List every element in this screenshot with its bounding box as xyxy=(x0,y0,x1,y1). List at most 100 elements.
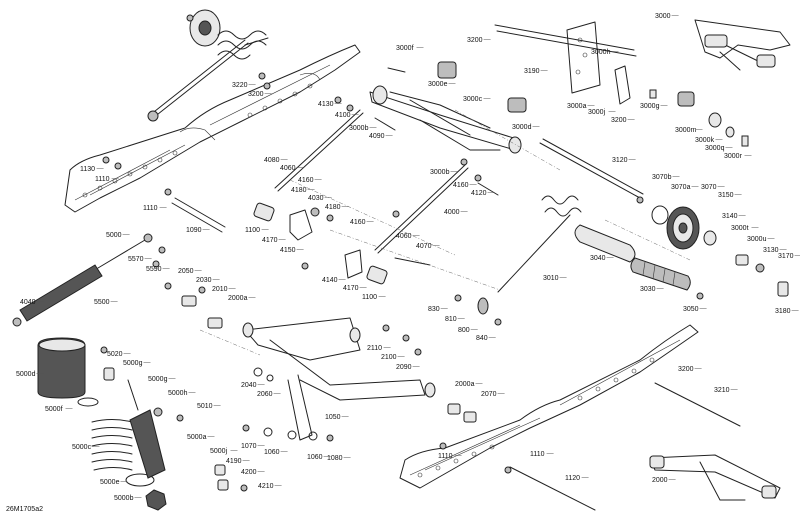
part-label-3000q: 3000q xyxy=(705,145,725,152)
part-label-4000: 4000 xyxy=(444,209,460,216)
part-label-5570: 5570 xyxy=(128,256,144,263)
part-label-3170: 3170 xyxy=(778,253,794,260)
part-label-4170b: 4170 xyxy=(343,285,359,292)
part-label-4080: 4080 xyxy=(264,157,280,164)
part-label-3200d: 3200 xyxy=(678,366,694,373)
part-label-1060a: 1060 xyxy=(264,449,280,456)
part-label-2060: 2060 xyxy=(257,391,273,398)
part-label-3000d: 3000d xyxy=(512,124,532,131)
arm-bushings xyxy=(181,295,477,491)
rear-arm-hardware xyxy=(649,89,749,147)
part-label-3210: 3210 xyxy=(714,387,730,394)
part-label-1080: 1080 xyxy=(327,455,343,462)
part-label-3130: 3130 xyxy=(763,247,779,254)
part-label-1110a: 1110 xyxy=(95,176,110,183)
part-label-5000f: 5000f xyxy=(45,406,63,413)
part-label-3220: 3220 xyxy=(232,82,248,89)
part-label-2050: 2050 xyxy=(178,268,194,275)
part-label-3120: 3120 xyxy=(612,157,628,164)
part-label-1110d: 1110 xyxy=(530,451,545,458)
part-label-1100a: 1100 xyxy=(245,227,260,234)
part-label-3000: 3000 xyxy=(655,13,671,20)
part-label-1050: 1050 xyxy=(325,414,341,421)
part-label-3010: 3010 xyxy=(543,275,559,282)
part-label-3000e: 3000e xyxy=(428,81,448,88)
part-label-3070a: 3070a xyxy=(671,184,691,191)
part-label-4140: 4140 xyxy=(322,277,338,284)
part-label-3140: 3140 xyxy=(722,213,738,220)
part-label-2010: 2010 xyxy=(212,286,228,293)
part-label-4120: 4120 xyxy=(471,190,487,197)
part-label-1120: 1120 xyxy=(565,475,580,482)
part-label-4040: 4040 xyxy=(20,299,36,306)
mount-bracket-plate xyxy=(566,21,631,105)
part-label-800: 800 xyxy=(458,327,470,334)
part-label-2100: 2100 xyxy=(381,354,397,361)
part-label-3000u: 3000u xyxy=(747,236,767,243)
part-label-4210: 4210 xyxy=(258,483,274,490)
part-label-4130: 4130 xyxy=(318,101,334,108)
part-label-5000c: 5000c xyxy=(72,444,92,451)
part-label-3000h: 3000h xyxy=(591,49,611,56)
part-label-3000b: 3000b xyxy=(349,125,369,132)
rear-arm-assembly xyxy=(694,19,791,71)
part-label-4200: 4200 xyxy=(241,469,257,476)
part-label-4160c: 4160 xyxy=(350,219,366,226)
part-label-3200b: 3200 xyxy=(248,91,264,98)
rear-spring-and-tube xyxy=(497,195,691,293)
part-label-3190: 3190 xyxy=(524,68,540,75)
part-label-840: 840 xyxy=(476,335,488,342)
center-link-arms xyxy=(253,202,388,285)
part-label-3000b2: 3000b xyxy=(430,169,450,176)
figure-id-label: 26M1705a2 xyxy=(6,506,43,513)
part-label-4160b: 4160 xyxy=(453,182,469,189)
part-label-2070: 2070 xyxy=(481,391,497,398)
front-arm-assembly xyxy=(369,24,637,154)
part-label-1100b: 1100 xyxy=(362,294,377,301)
part-label-5000j: 5000j xyxy=(210,448,228,455)
right-slide-rail xyxy=(399,324,699,489)
part-label-3030: 3030 xyxy=(640,286,656,293)
part-label-1130: 1130 xyxy=(80,166,95,173)
part-label-4150: 4150 xyxy=(280,247,296,254)
link-rods xyxy=(171,109,499,266)
part-label-1110c: 1110 xyxy=(438,453,453,460)
part-label-2110: 2110 xyxy=(367,345,382,352)
rear-idler-wheel xyxy=(651,205,789,297)
part-label-5590: 5590 xyxy=(146,266,162,273)
part-label-5000e: 5000e xyxy=(100,479,120,486)
part-label-4090: 4090 xyxy=(369,133,385,140)
part-label-4190: 4190 xyxy=(226,458,242,465)
part-label-3000k: 3000k xyxy=(695,137,715,144)
part-label-1110b: 1110 xyxy=(143,205,158,212)
part-label-3180: 3180 xyxy=(775,308,791,315)
part-label-4160a: 4160 xyxy=(298,177,314,184)
part-label-3000f: 3000f xyxy=(396,45,414,52)
part-label-5000g1: 5000g xyxy=(123,360,143,367)
part-label-1090: 1090 xyxy=(186,227,202,234)
part-label-3000g: 3000g xyxy=(640,103,660,110)
part-label-1060b: 1060 xyxy=(307,454,323,461)
part-label-2000: 2000 xyxy=(652,477,668,484)
part-label-2000a1: 2000a xyxy=(228,295,248,302)
part-label-3200c: 3200 xyxy=(611,117,627,124)
part-label-5000g2: 5000g xyxy=(148,376,168,383)
rear-shock-assembly xyxy=(37,337,167,511)
rear-suspension-arm xyxy=(242,317,436,441)
long-bolts xyxy=(509,382,741,511)
rear-axle-shaft xyxy=(539,138,644,204)
callout-labels: 3000f320030003000h31903000e3000c3000d322… xyxy=(16,13,800,502)
top-idler-wheel-assembly xyxy=(147,9,269,122)
part-label-2040: 2040 xyxy=(241,382,257,389)
part-label-5000d: 5000d xyxy=(16,371,36,378)
part-label-5000b: 5000b xyxy=(114,495,134,502)
part-label-4180b: 4180 xyxy=(325,204,341,211)
part-label-4170a: 4170 xyxy=(262,237,278,244)
rear-bumper-bracket xyxy=(649,454,781,501)
part-label-5010: 5010 xyxy=(197,403,213,410)
part-label-5020: 5020 xyxy=(107,351,123,358)
part-label-2090: 2090 xyxy=(396,364,412,371)
part-label-3050: 3050 xyxy=(683,306,699,313)
